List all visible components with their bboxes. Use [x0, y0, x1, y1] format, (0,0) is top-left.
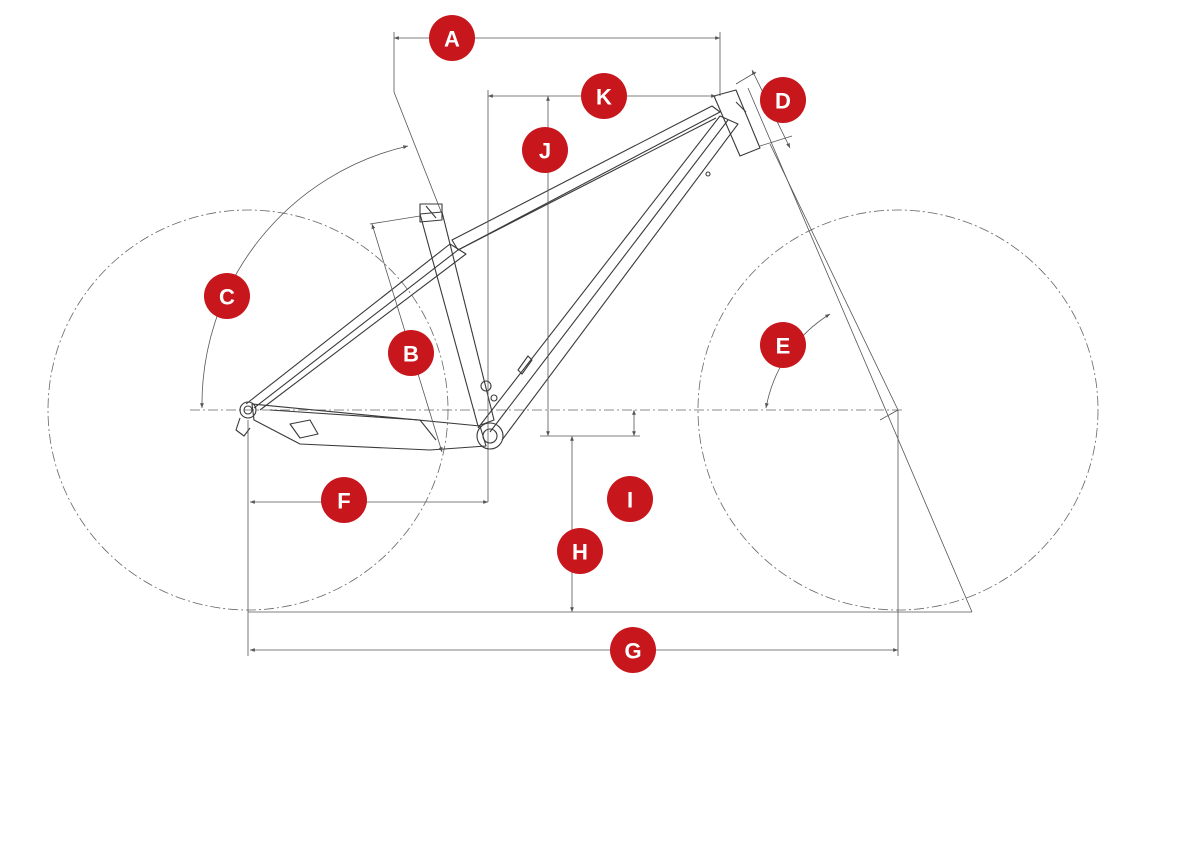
- badge-label-h: H: [572, 540, 588, 565]
- fork-line: [769, 143, 899, 411]
- badge-label-a: A: [444, 27, 460, 52]
- dimension-badge-f: F: [321, 477, 367, 523]
- dimension-badge-h: H: [557, 528, 603, 574]
- badge-label-i: I: [627, 488, 633, 513]
- badge-label-j: J: [539, 139, 551, 164]
- badge-label-c: C: [219, 285, 235, 310]
- badge-label-e: E: [776, 334, 791, 359]
- dimension-badge-k: K: [581, 73, 627, 119]
- dimension-badge-d: D: [760, 77, 806, 123]
- badge-label-d: D: [775, 89, 791, 114]
- badge-label-f: F: [337, 489, 350, 514]
- dimension-badge-e: E: [760, 322, 806, 368]
- dimension-badge-a: A: [429, 15, 475, 61]
- bike-frame: [235, 89, 761, 451]
- dimension-badge-j: J: [522, 127, 568, 173]
- dimension-badge-b: B: [388, 330, 434, 376]
- dimension-badge-g: G: [610, 627, 656, 673]
- badge-label-g: G: [624, 639, 641, 664]
- dimension-badge-i: I: [607, 476, 653, 522]
- badge-label-k: K: [596, 85, 612, 110]
- dimension-badge-c: C: [204, 273, 250, 319]
- badge-label-b: B: [403, 342, 419, 367]
